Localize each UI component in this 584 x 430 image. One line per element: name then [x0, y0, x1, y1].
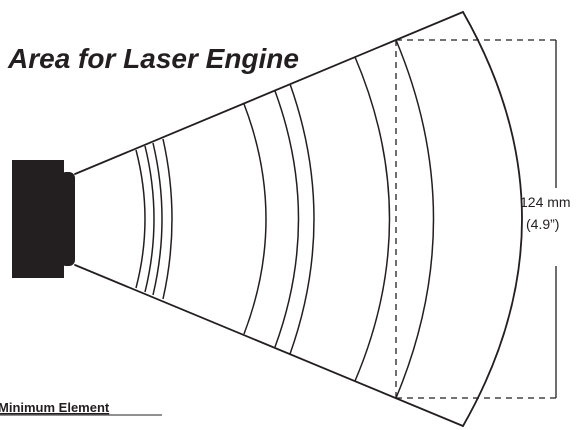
dimension-lines: [395, 39, 558, 399]
dimension-value-metric: 124 mm: [520, 194, 571, 210]
scan-arc: [274, 90, 300, 348]
diagram-title: Area for Laser Engine: [7, 43, 299, 74]
scan-arc: [243, 103, 267, 335]
scan-arc: [395, 39, 435, 399]
scan-arc: [152, 142, 163, 296]
engine-body: [12, 160, 64, 278]
minimum-element-caption: Minimum Element: [0, 400, 110, 415]
scan-outer-arc: [462, 11, 523, 427]
scan-arc: [289, 83, 315, 355]
scan-arc: [162, 138, 173, 300]
scan-arcs: [135, 39, 435, 399]
scan-arc: [354, 56, 391, 382]
laser-engine-block: [12, 160, 75, 278]
scan-arc: [144, 145, 155, 293]
scan-boundary-upper: [74, 11, 464, 175]
engine-nose: [60, 172, 75, 266]
dimension-value-imperial: (4.9”): [526, 216, 559, 232]
scan-boundary-lower: [74, 264, 464, 427]
scan-arc: [135, 149, 146, 289]
scan-area-outline: [74, 11, 523, 427]
